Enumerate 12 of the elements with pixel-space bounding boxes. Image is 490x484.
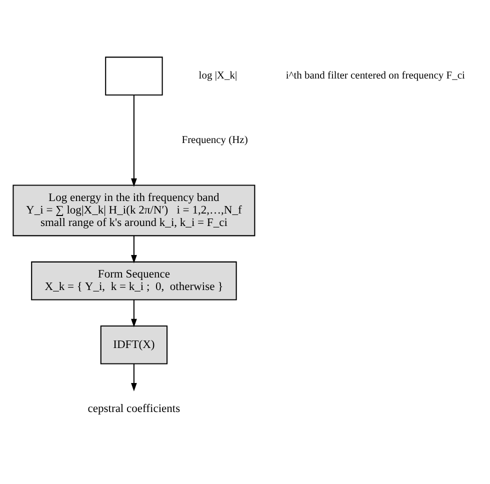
arrow [130,299,136,327]
node-box: Form Sequence X_k = { Y_i, k = k_i ; 0, otherwise } [30,260,236,300]
arrow [130,235,136,263]
label: log |X_k| [198,70,237,82]
label: i^th band filter centered on frequency F_ci [285,70,464,82]
arrow [130,363,136,391]
arrow [130,94,136,186]
node-text: cepstral coefficients [87,402,180,414]
label: Frequency (Hz) [181,134,248,146]
node-box: Log energy in the ith frequency band Y_i = ∑ log|X_k| H_i(k 2π/N′) i = 1,2,…,N_f small range of k's around k_i, k_i = F_ci [12,184,255,236]
node-box: IDFT(X) [100,324,168,364]
node-box [104,56,162,96]
